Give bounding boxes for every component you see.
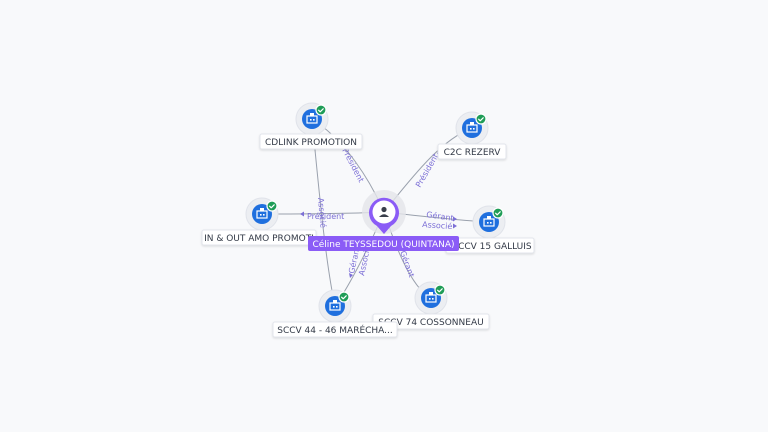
- edge-label-associe-galluis: Associé: [422, 219, 453, 231]
- node-galluis[interactable]: SCCV 15 GALLUIS: [445, 205, 535, 254]
- node-c2c[interactable]: C2C REZERV: [437, 111, 507, 160]
- node-label: SCCV 15 GALLUIS: [452, 242, 532, 252]
- node-marechal[interactable]: SCCV 44 - 46 MARÉCHA...: [272, 289, 398, 338]
- building-icon: [329, 300, 341, 311]
- edge-label-associe-cdlink: Associé: [316, 197, 329, 228]
- verified-check-icon: [338, 291, 350, 303]
- center-label: Céline TEYSSEDOU (QUINTANA): [312, 239, 454, 250]
- node-label: C2C REZERV: [444, 148, 502, 158]
- node-inout[interactable]: IN & OUT AMO PROMOTI: [201, 197, 317, 246]
- node-label: SCCV 44 - 46 MARÉCHA...: [277, 324, 393, 336]
- verified-check-icon: [492, 207, 504, 219]
- edge-label-gerant-galluis: Gérant: [426, 209, 455, 223]
- verified-check-icon: [475, 113, 487, 125]
- person-icon: [379, 206, 389, 217]
- verified-check-icon: [434, 284, 446, 296]
- edge-label-president-c2c: Président: [413, 152, 440, 189]
- verified-check-icon: [315, 104, 327, 116]
- edge-label-gerant-cossonneau: Gérant: [398, 249, 417, 278]
- edge-arrow: [453, 216, 457, 222]
- edge-arrow: [453, 223, 457, 229]
- building-icon: [256, 208, 268, 219]
- building-icon: [483, 216, 495, 227]
- edge-label-president-cdlink: Président: [340, 146, 366, 184]
- node-cossonneau[interactable]: SCCV 74 COSSONNEAU: [372, 281, 490, 330]
- edge-arrow: [349, 273, 353, 278]
- building-icon: [466, 122, 478, 133]
- node-label: SCCV 74 COSSONNEAU: [378, 318, 483, 328]
- verified-check-icon: [266, 200, 278, 212]
- node-label: IN & OUT AMO PROMOTI: [204, 234, 314, 244]
- building-icon: [425, 292, 437, 303]
- node-cdlink[interactable]: CDLINK PROMOTION: [259, 102, 363, 150]
- node-label: CDLINK PROMOTION: [265, 138, 357, 148]
- building-icon: [306, 113, 318, 124]
- node-center-person[interactable]: Céline TEYSSEDOU (QUINTANA): [308, 190, 459, 251]
- edge-label-president-inout: Président: [307, 211, 344, 221]
- edge-arrow: [300, 211, 304, 217]
